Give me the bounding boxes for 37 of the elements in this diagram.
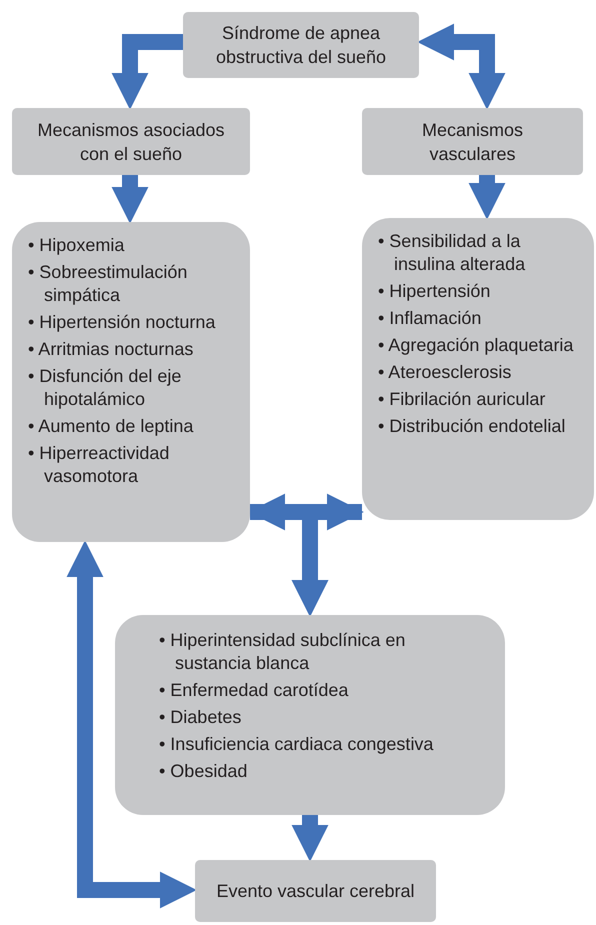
list-item: • Diabetes [159,706,242,729]
process-box [195,860,436,922]
list-item: • Disfunción del eje hipotalámico [28,365,182,411]
arrow [292,504,362,617]
arrow [292,815,328,862]
list-item: • Obesidad [159,760,248,783]
list-item: • Aumento de leptina [28,415,194,438]
list-item: • Arritmias nocturnas [28,338,194,361]
list-item: • Sobreestimulación simpática [28,261,188,307]
list-item: • Distribución endotelial [378,415,566,438]
arrow [112,175,148,224]
list-item: • Hipertensión [378,280,492,303]
box-label: Síndrome de apnea obstructiva del sueño [214,22,388,69]
list-item: • Hiperreactividad vasomotora [28,442,170,488]
list-panel [115,615,505,815]
list-item: • Inflamación [378,307,482,330]
list-item: • Ateroesclerosis [378,361,512,384]
list-item: • Insuficiencia cardiaca congestiva [159,733,434,756]
arrow [112,34,183,110]
arrow [468,175,506,220]
arrow [66,540,197,908]
list-item: • Hipertensión nocturna [28,311,216,334]
box-label: Evento vascular cerebral [216,880,415,903]
list-panel [362,218,594,520]
process-box [362,108,583,175]
list-item: • Hiperintensidad subclínica en sustancia blanca [159,629,406,675]
process-box [12,108,250,175]
arrow [417,24,506,110]
list-item: • Sensibilidad a la insulina alterada [378,230,526,276]
box-label: Mecanismos vasculares [420,118,524,166]
list-item: • Enfermedad carotídea [159,679,350,702]
process-box [183,12,419,78]
list-item: • Hipoxemia [28,234,126,257]
box-label: Mecanismos asociados con el sueño [36,118,226,166]
list-panel [12,222,250,542]
list-item: • Fibrilación auricular [378,388,546,411]
list-item: • Agregación plaquetaria [378,334,574,357]
